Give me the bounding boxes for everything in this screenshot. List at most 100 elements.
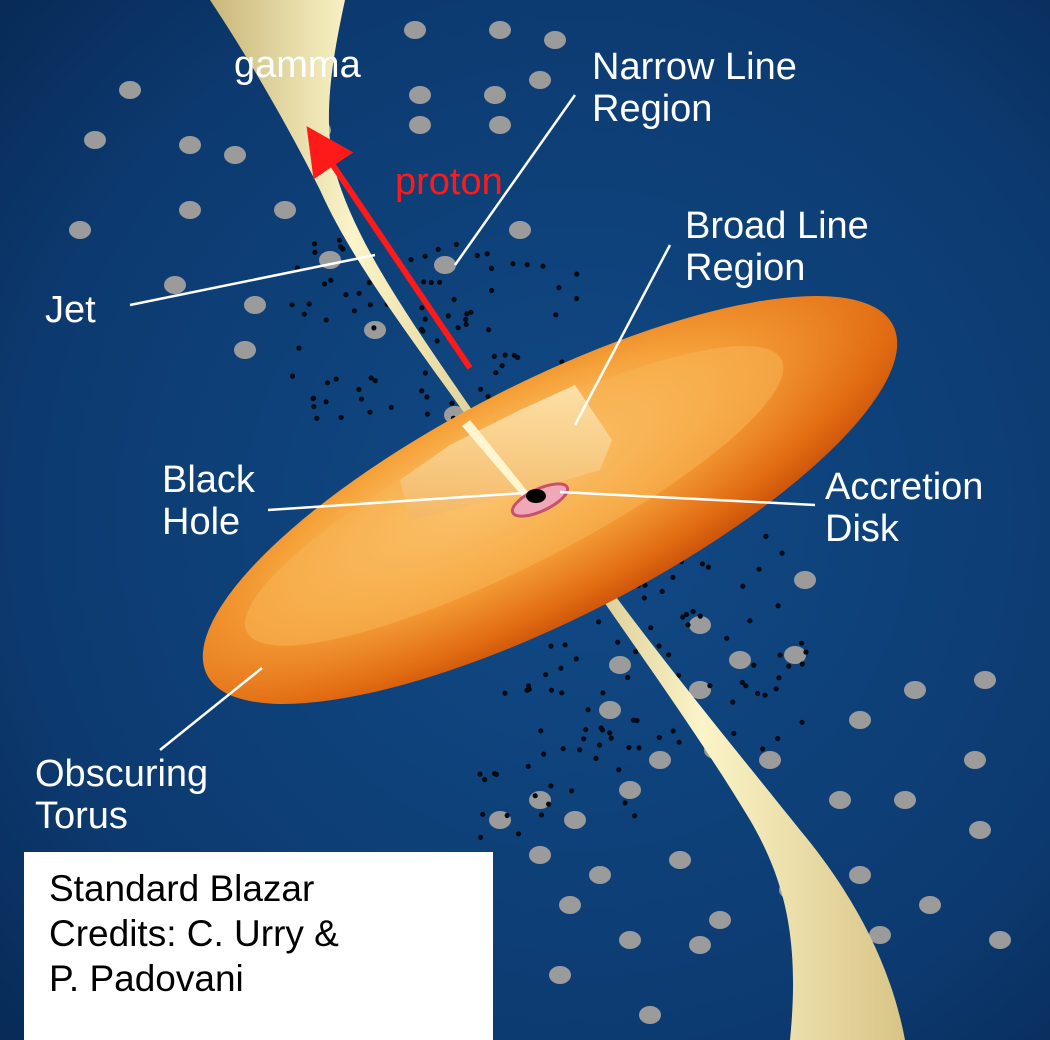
dust-dot (500, 363, 505, 368)
dust-dot (707, 683, 712, 688)
label-gamma: gamma (234, 44, 361, 86)
dust-dot (311, 404, 316, 409)
dust-dot (449, 401, 454, 406)
dust-dot (786, 664, 791, 669)
dust-dot (419, 388, 424, 393)
dust-dot (437, 280, 442, 285)
dust-dot (492, 771, 497, 776)
gas-cloud (849, 866, 871, 884)
gas-cloud (489, 116, 511, 134)
gas-cloud (964, 751, 986, 769)
dust-dot (324, 317, 329, 322)
dust-dot (553, 312, 558, 317)
gas-cloud (689, 616, 711, 634)
gas-cloud (564, 811, 586, 829)
gas-cloud (119, 81, 141, 99)
dust-dot (800, 720, 805, 725)
dust-dot (700, 561, 705, 566)
dust-dot (751, 663, 756, 668)
dust-dot (747, 618, 752, 623)
dust-dot (512, 353, 517, 358)
dust-dot (642, 595, 647, 600)
dust-dot (637, 745, 642, 750)
dust-dot (778, 653, 783, 658)
gas-cloud (904, 681, 926, 699)
gas-cloud (619, 931, 641, 949)
label-black-hole: Black Hole (162, 459, 255, 543)
dust-dot (419, 327, 424, 332)
dust-dot (452, 297, 457, 302)
dust-dot (352, 308, 357, 313)
dust-dot (657, 735, 662, 740)
dust-dot (600, 690, 605, 695)
dust-dot (541, 752, 546, 757)
dust-dot (367, 280, 372, 285)
dust-dot (583, 727, 588, 732)
gas-cloud (409, 86, 431, 104)
dust-dot (429, 280, 434, 285)
gas-cloud (234, 341, 256, 359)
dust-dot (776, 603, 781, 608)
gas-cloud (759, 751, 781, 769)
dust-dot (367, 410, 372, 415)
dust-dot (478, 835, 483, 840)
gas-cloud (829, 791, 851, 809)
dust-dot (423, 370, 428, 375)
gas-cloud (639, 1006, 661, 1024)
dust-dot (328, 278, 333, 283)
dust-dot (296, 346, 301, 351)
gas-cloud (529, 71, 551, 89)
dust-dot (760, 746, 765, 751)
dust-dot (456, 325, 461, 330)
dust-dot (510, 261, 515, 266)
dust-dot (684, 612, 689, 617)
dust-dot (698, 614, 703, 619)
dust-dot (480, 812, 485, 817)
dust-dot (478, 387, 483, 392)
gas-cloud (164, 276, 186, 294)
dust-dot (492, 354, 497, 359)
dust-dot (505, 813, 510, 818)
dust-dot (756, 567, 761, 572)
dust-dot (755, 691, 760, 696)
dust-dot (419, 305, 424, 310)
dust-dot (424, 394, 429, 399)
dust-dot (477, 772, 482, 777)
dust-dot (356, 387, 361, 392)
dust-dot (549, 688, 554, 693)
dust-dot (740, 680, 745, 685)
dust-dot (607, 730, 612, 735)
dust-dot (482, 777, 487, 782)
gas-cloud (244, 296, 266, 314)
dust-dot (302, 312, 307, 317)
dust-dot (559, 690, 564, 695)
dust-dot (312, 250, 317, 255)
gas-cloud (434, 256, 456, 274)
dust-dot (503, 353, 508, 358)
dust-dot (600, 727, 605, 732)
gas-cloud (849, 711, 871, 729)
dust-dot (561, 746, 566, 751)
gas-cloud (179, 136, 201, 154)
gas-cloud (409, 116, 431, 134)
gas-cloud (549, 966, 571, 984)
caption-credits-name: P. Padovani (49, 956, 493, 1001)
dust-dot (540, 264, 545, 269)
dust-dot (435, 338, 440, 343)
dust-dot (357, 291, 362, 296)
dust-dot (526, 683, 531, 688)
dust-dot (475, 253, 480, 258)
dust-dot (359, 397, 364, 402)
dust-dot (596, 619, 601, 624)
label-obscuring-torus: Obscuring Torus (35, 753, 208, 837)
gas-cloud (529, 846, 551, 864)
dust-dot (322, 281, 327, 286)
dust-dot (446, 313, 451, 318)
gas-cloud (989, 931, 1011, 949)
dust-dot (526, 764, 531, 769)
dust-dot (724, 636, 729, 641)
dust-dot (762, 693, 767, 698)
dust-dot (454, 242, 459, 247)
gas-cloud (489, 21, 511, 39)
dust-dot (436, 247, 441, 252)
